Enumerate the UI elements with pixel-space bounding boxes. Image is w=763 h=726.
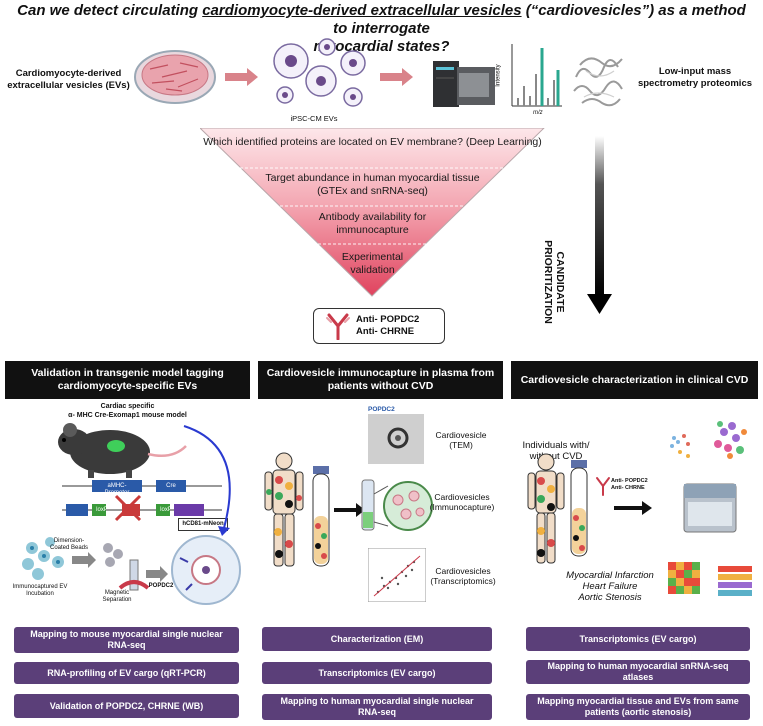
condition-mi-1: Myocardial Infarction [566,570,654,581]
ev-cluster-icon [273,38,366,107]
arrow-right-icon [225,68,258,86]
candidate-prioritization-label: CANDIDATE PRIORITIZATION [542,222,566,342]
side-label-1: CANDIDATE [554,251,566,313]
side-label-2: PRIORITIZATION [542,240,554,324]
mass-spectrometer-icon [433,61,495,107]
sequencer-icon [683,483,737,533]
flow-popdc2-label: POPDC2 [148,583,174,589]
antibody-popdc2: Anti- POPDC2 [356,314,420,325]
blood-tube-icon [312,466,330,567]
funnel-step-3: Antibody availability for immunocapture [318,211,427,236]
funnel-step-4: Experimental validation [341,251,404,276]
funnel-step-2: Target abundance in human myocardial tis… [265,172,480,197]
conditions-list: Myocardial Infarction Heart Failure Aort… [560,570,660,603]
small-ab-popdc2: Anti- POPDC2 [611,478,648,484]
immunocapture-flow-diagram [22,535,241,605]
prioritization-arrow-icon [587,136,612,314]
arrow-black-icon [334,503,365,517]
blue-curved-arrow-icon [183,425,231,536]
pill-human-snrna: Mapping to human myocardial single nucle… [262,694,492,720]
construct-loxp-1: loxP [96,507,108,513]
ev-source-label: Cardiomyocyte-derived extracellular vesi… [7,68,130,91]
human-figure-icon [264,452,304,567]
small-antibody-labels: Anti- POPDC2 Anti- CHRNE [611,478,648,492]
ms-axis-y: Intensity [495,64,502,87]
pill-snrna-atlases: Mapping to human myocardial snRNA-seq at… [526,660,750,684]
label-transcriptomics: Cardiovesicles (Transcriptomics) [430,566,496,586]
ms-proteomics-label: Low-input mass spectrometry proteomics [637,66,753,89]
condition-as: Aortic Stenosis [578,592,642,603]
prioritization-funnel [200,128,545,297]
pill-wb: Validation of POPDC2, CHRNE (WB) [14,694,239,718]
funnel-text-layer: Which identified proteins are located on… [200,128,545,298]
title-pre: Can we detect circulating [17,2,203,19]
label-tem: Cardiovesicle (TEM) [435,430,487,450]
pill-mouse-snrna: Mapping to mouse myocardial single nucle… [14,627,239,653]
umap-plot-icon [670,421,747,459]
pill-transcriptomics: Transcriptomics (EV cargo) [262,662,492,684]
patient-figure-icon [527,453,565,564]
pill-em: Characterization (EM) [262,627,492,651]
condition-hf: Heart Failure [582,581,638,592]
funnel-step-1: Which identified proteins are located on… [203,136,542,148]
arrow-black-icon-2 [614,501,652,515]
title-line2: myocardial states? [313,38,450,55]
antibody-icon [326,313,350,340]
protein-structure-icon [573,57,623,107]
patient-blood-tube-icon [570,460,588,557]
flow-beads-label: Dimension-Coated Beads [49,538,89,551]
individuals-label: Individuals with/ without CVD [522,440,590,462]
tem-tag: POPDC2 [368,406,395,413]
antibody-box: Anti- POPDC2 Anti- CHRNE [313,308,445,344]
reporter-tag-label: hCD81-mNeon [178,518,228,531]
arrow-right-icon-2 [380,68,413,86]
heatmap-icon [668,562,752,596]
mass-spectrum-chart-icon [511,44,562,107]
construct-cre: Cre [166,483,176,489]
pill-matched-tissue: Mapping myocardial tissue and EVs from s… [526,694,750,720]
antibody-labels: Anti- POPDC2 Anti- CHRNE [356,314,419,338]
genetic-construct-diagram [62,480,222,522]
construct-loxp-2: loxP [160,507,172,513]
tem-image-icon [368,414,424,464]
construct-promoter: aMHC- Promoter [104,483,130,496]
section-header-immunocapture: Cardiovesicle immunocapture in plasma fr… [258,361,503,399]
mouse-model-title: Cardiac specific α- MHC Cre-Exomap1 mous… [40,402,215,420]
title-underlined: cardiomyocyte-derived extracellular vesi… [202,2,522,19]
immunocapture-image-icon [361,479,433,531]
mouse-icon [58,423,187,478]
ms-axis-x: m/z [533,110,543,116]
transcriptomics-plot-icon [368,548,426,602]
flow-separation-label: Magnetic Separation [102,590,132,603]
ev-caption: iPSC-CM EVs [290,114,338,123]
page-title: Can we detect circulating cardiomyocyte-… [10,2,753,56]
section-header-clinical: Cardiovesicle characterization in clinic… [511,361,758,399]
mouse-title-1: Cardiac specific [100,403,155,410]
small-ab-chrne: Anti- CHRNE [611,485,645,491]
section-header-validation: Validation in transgenic model tagging c… [5,361,250,399]
pill-transcriptomics-cvd: Transcriptomics (EV cargo) [526,627,750,651]
small-antibody-icon [596,477,610,496]
flow-incubation-label: Immunocaptured EV Incubation [12,584,68,597]
pill-qrtpcr: RNA-profiling of EV cargo (qRT-PCR) [14,662,239,684]
label-immunocapture: Cardiovesicles (Immunocapture) [429,492,495,512]
title-post: (“cardiovesicles”) as a method to interr… [333,2,746,37]
antibody-chrne: Anti- CHRNE [356,326,415,337]
mouse-title-2: α- MHC Cre-Exomap1 mouse model [68,412,187,419]
petri-dish-icon [134,50,216,104]
